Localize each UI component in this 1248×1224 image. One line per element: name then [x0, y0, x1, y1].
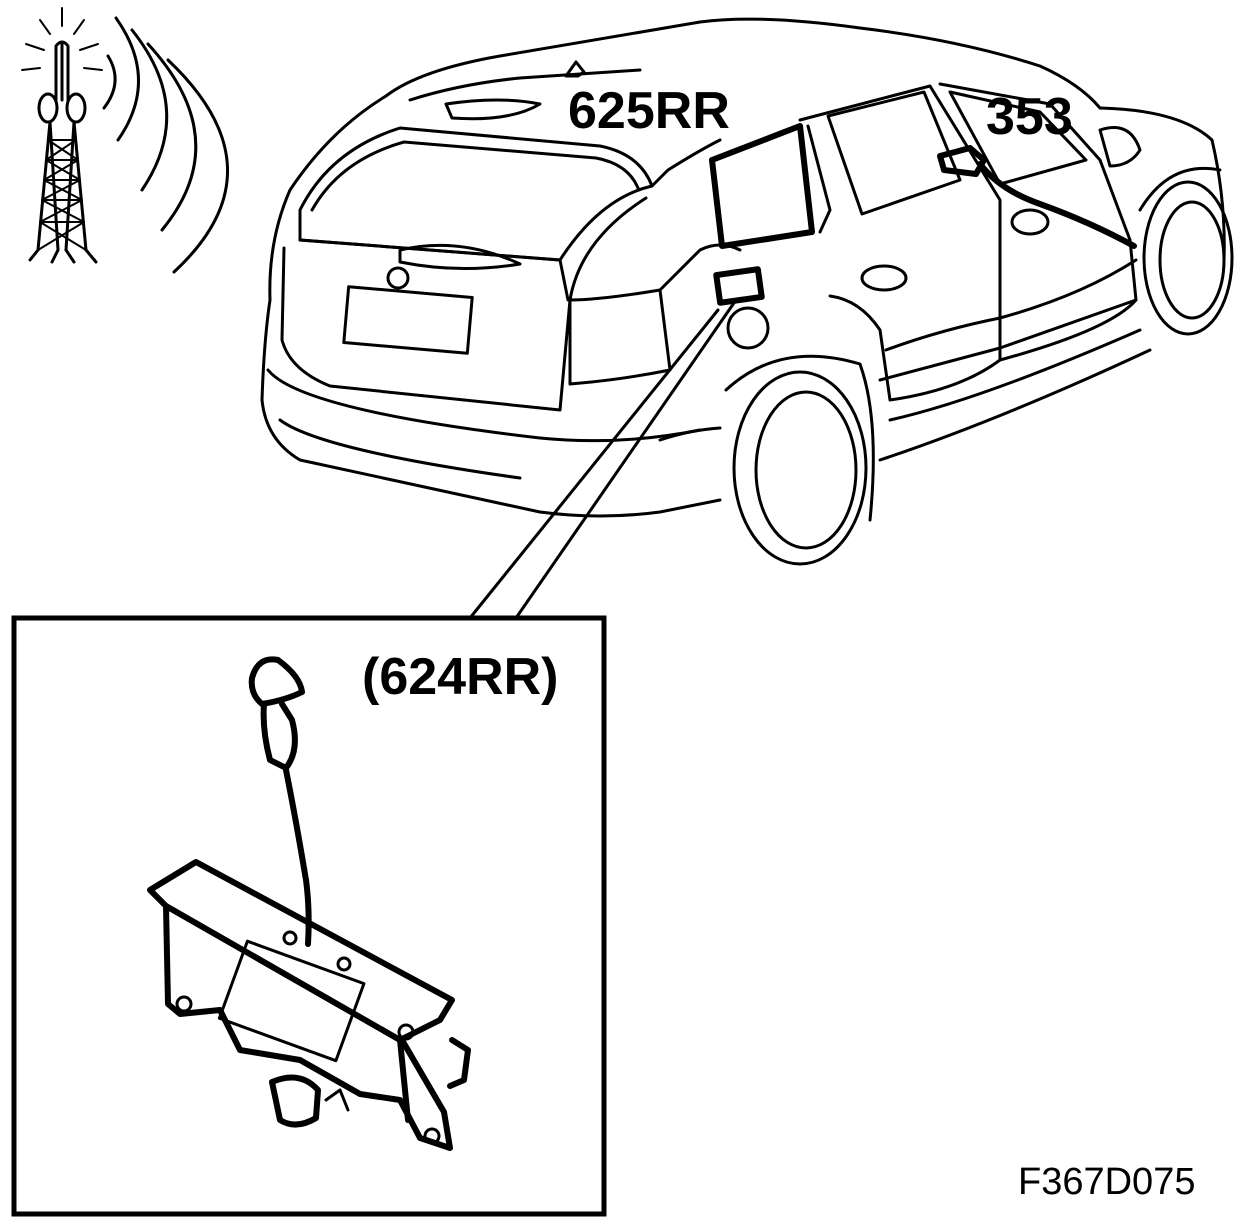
antenna-amplifier-illustration	[147, 656, 471, 1151]
car-illustration	[260, 17, 1234, 566]
figure-code: F367D075	[1018, 1161, 1195, 1203]
radio-waves-icon	[102, 16, 229, 274]
label-control-unit: 353	[986, 88, 1073, 146]
label-antenna-roof: 625RR	[568, 82, 730, 140]
label-amplifier-detail: (624RR)	[362, 648, 559, 706]
radio-tower-icon	[21, 7, 103, 264]
detail-frame	[11, 615, 607, 1217]
callout-leader-lines	[468, 298, 738, 620]
